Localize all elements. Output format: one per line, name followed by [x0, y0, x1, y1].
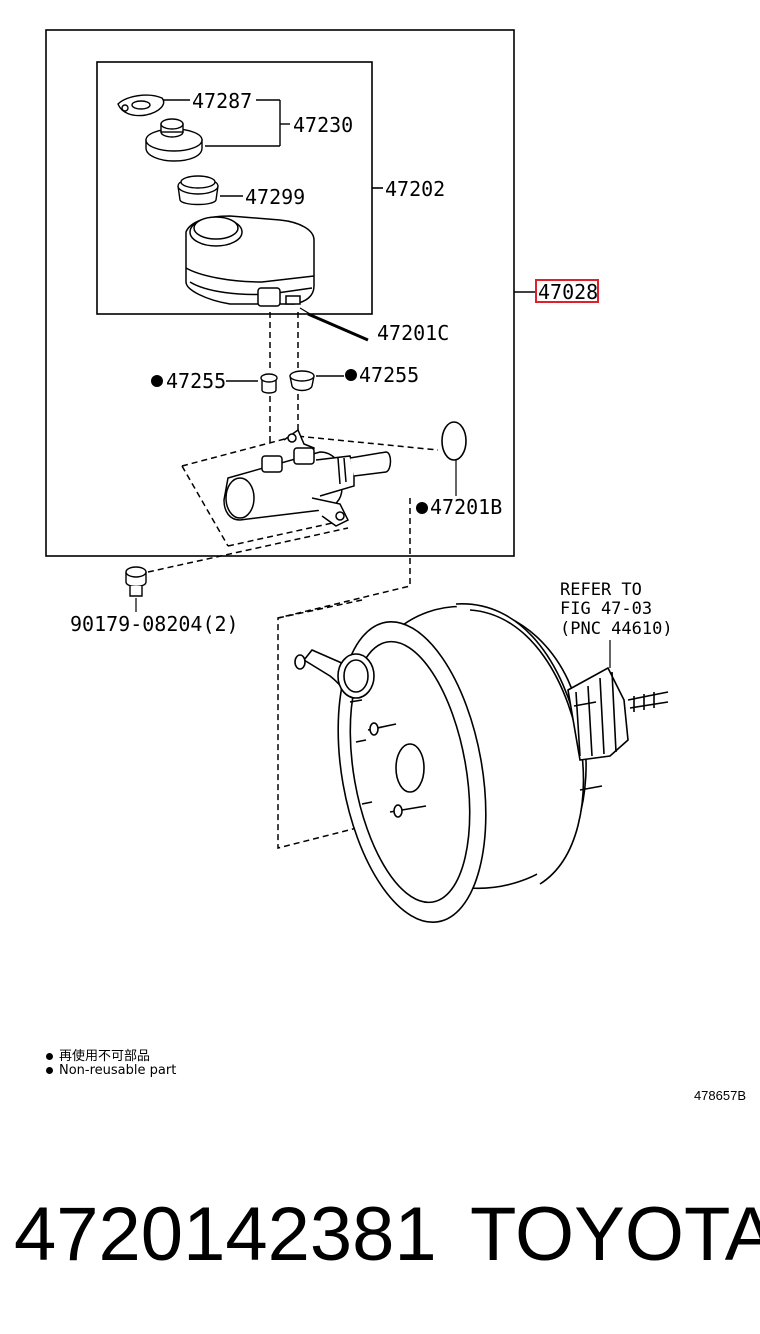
- footer: 4720142381 TOYOTA: [14, 1185, 760, 1285]
- label-47028[interactable]: 47028: [538, 280, 598, 304]
- pin-47201C: [307, 312, 369, 342]
- label-47202: 47202: [385, 177, 445, 201]
- label-47255-left: 47255: [166, 369, 226, 393]
- refer-line-1: REFER TO: [560, 580, 642, 600]
- diagram-code: 478657B: [693, 1088, 746, 1103]
- label-47287: 47287: [192, 89, 252, 113]
- master-cylinder: [223, 428, 392, 527]
- bullet-icon: [46, 1067, 53, 1074]
- legend-english: Non-reusable part: [46, 1063, 176, 1078]
- non-reusable-dot-right: [345, 369, 357, 381]
- refer-line-2: FIG 47-03: [560, 599, 652, 619]
- legend-en-text: Non-reusable part: [59, 1063, 177, 1078]
- bolt-90179-08204: [125, 566, 147, 597]
- brake-booster: [294, 603, 669, 923]
- label-47299: 47299: [245, 185, 305, 209]
- o-ring-47201B: [441, 421, 467, 461]
- legend-jp-text: 再使用不可部品: [59, 1049, 151, 1064]
- legend-japanese: 再使用不可部品: [46, 1045, 150, 1064]
- assembly-frame: [45, 29, 515, 557]
- highlight-box-47028: [535, 279, 599, 303]
- label-90179-08204: 90179-08204(2): [70, 612, 239, 636]
- label-47230: 47230: [293, 113, 353, 137]
- non-reusable-dot-47201B: [416, 502, 428, 514]
- grommet-47255-left: [260, 373, 278, 394]
- cap-47230: [145, 118, 203, 162]
- label-47201B: 47201B: [430, 495, 502, 519]
- brand-name: TOYOTA: [470, 1192, 760, 1277]
- grommet-47255-right: [289, 370, 315, 392]
- gasket-47287: [117, 94, 165, 117]
- reservoir-tank: [185, 215, 315, 307]
- bullet-icon: [46, 1053, 53, 1060]
- label-47201C: 47201C: [377, 321, 449, 345]
- strainer-47299: [177, 175, 219, 206]
- non-reusable-dot-left: [151, 375, 163, 387]
- part-number: 4720142381: [14, 1192, 437, 1277]
- refer-line-3: (PNC 44610): [560, 619, 673, 639]
- label-47255-right: 47255: [359, 363, 419, 387]
